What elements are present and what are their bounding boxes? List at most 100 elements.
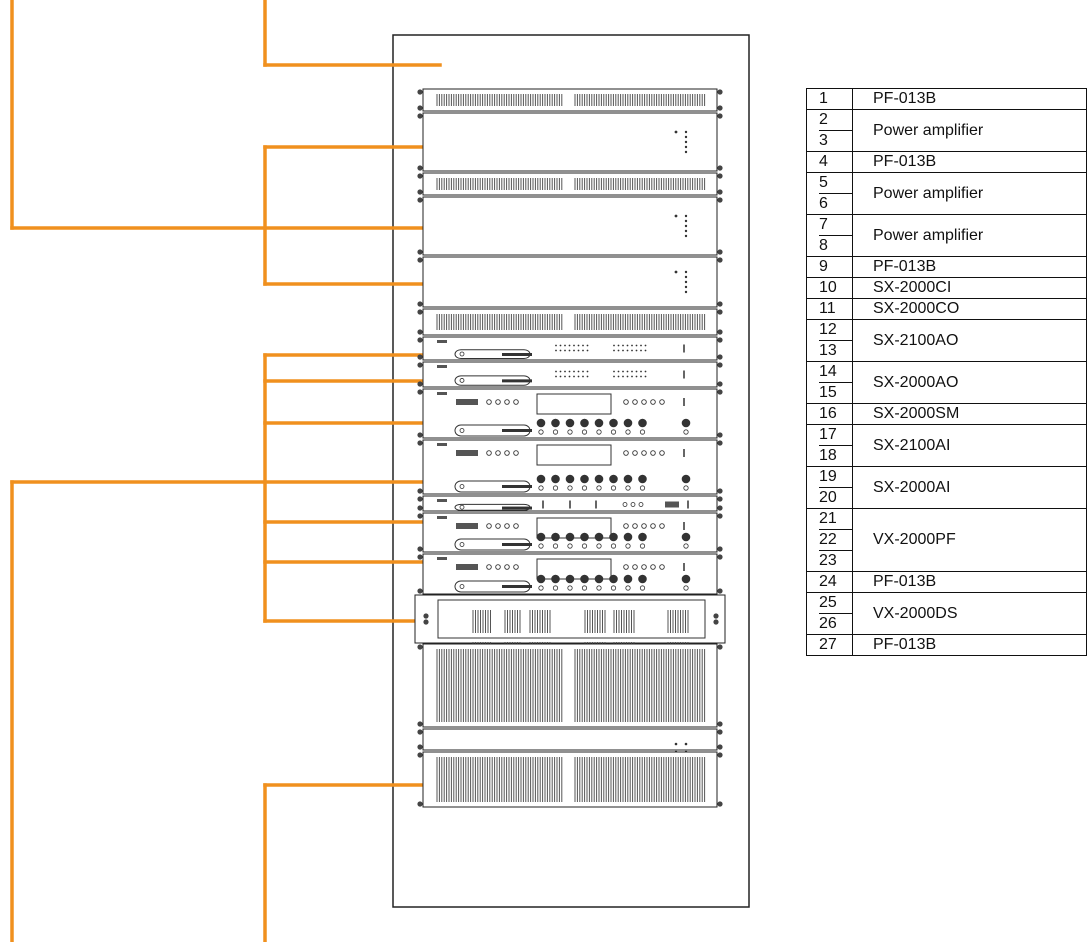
key-button xyxy=(632,399,638,405)
rack-screw xyxy=(423,619,429,625)
status-led xyxy=(684,140,688,144)
rack-screw xyxy=(717,309,723,315)
key-button xyxy=(659,450,665,456)
model-cell: PF-013B xyxy=(852,634,1087,656)
unit-number: 13 xyxy=(819,340,852,361)
key-button xyxy=(641,399,647,405)
connector-jack xyxy=(625,429,631,435)
rack-screw xyxy=(417,257,423,263)
key-button xyxy=(504,450,510,456)
unit-number: 16 xyxy=(819,405,837,422)
control-knob xyxy=(551,418,560,428)
status-led xyxy=(684,270,688,274)
rack-unit-audio-module xyxy=(417,439,723,495)
rack-screw xyxy=(717,173,723,179)
connector-jack xyxy=(567,585,573,591)
unit-number: 10 xyxy=(819,279,837,296)
connector-jack xyxy=(538,585,544,591)
status-led xyxy=(674,270,678,274)
level-meter xyxy=(456,450,478,456)
display-window xyxy=(536,444,612,466)
rack-screw xyxy=(717,197,723,203)
connector-jack xyxy=(610,543,617,549)
rack-screw xyxy=(417,554,423,560)
table-row: 1 PF-013B xyxy=(806,88,1087,110)
connector-jack xyxy=(596,543,602,549)
status-led xyxy=(684,280,688,284)
rack-screw xyxy=(717,496,723,502)
indicator-dot xyxy=(586,349,589,352)
rack-unit-vent-panel xyxy=(417,172,723,196)
control-knob xyxy=(638,574,647,584)
model-cell: PF-013B xyxy=(852,256,1087,278)
status-led xyxy=(684,214,688,218)
model-cell: PF-013B xyxy=(852,88,1087,110)
control-knob xyxy=(580,418,589,428)
rack-unit-vent-panel xyxy=(417,88,723,112)
unit-number: 1 xyxy=(819,90,828,107)
level-meter xyxy=(456,564,478,570)
display-window xyxy=(536,393,612,415)
unit-number-cell: 24 xyxy=(806,571,853,593)
control-knob xyxy=(623,532,633,542)
control-knob xyxy=(623,474,633,484)
indicator-dot xyxy=(622,370,624,373)
indicator-dot xyxy=(559,344,562,347)
rack-screw xyxy=(417,801,423,807)
connector-jack xyxy=(596,585,602,591)
rack-screw xyxy=(417,309,423,315)
rack-unit-audio-module xyxy=(417,512,723,553)
indicator-dot xyxy=(573,375,575,378)
rack-unit-amplifier xyxy=(417,196,723,256)
control-knob xyxy=(681,532,691,542)
unit-number: 5 xyxy=(819,174,828,191)
control-knob xyxy=(551,532,560,542)
rack-screw xyxy=(717,752,723,758)
level-meter xyxy=(665,501,679,508)
model-plate xyxy=(502,585,532,588)
unit-number: 6 xyxy=(819,193,852,214)
power-indicator xyxy=(459,484,465,489)
model-cell: PF-013B xyxy=(852,571,1087,593)
rack-screw xyxy=(713,619,719,625)
model-plate xyxy=(502,543,532,546)
indicator-dot xyxy=(555,344,557,347)
rack-screw xyxy=(417,729,423,735)
connector-jack xyxy=(639,429,646,435)
unit-number-cell: 10 xyxy=(806,277,853,299)
rack-screw xyxy=(717,744,723,750)
power-indicator xyxy=(459,584,465,589)
brand-mark xyxy=(437,557,447,560)
rack-unit-vent-panel xyxy=(417,751,723,808)
rack-screw xyxy=(417,440,423,446)
power-indicator xyxy=(459,504,465,510)
control-knob xyxy=(580,474,589,484)
model-cell: SX-2100AO xyxy=(852,319,1087,362)
unit-number-cell: 9 xyxy=(806,256,853,278)
indicator-dot xyxy=(644,370,647,373)
key-button xyxy=(623,523,629,529)
rack-screw xyxy=(717,801,723,807)
connector-jack xyxy=(683,585,689,591)
indicator-dot xyxy=(577,370,580,373)
rack-screw xyxy=(417,354,423,360)
status-led xyxy=(684,135,688,139)
rack-screw xyxy=(417,173,423,179)
control-knob xyxy=(536,532,546,542)
indicator-dot xyxy=(617,370,620,373)
model-cell: Power amplifier xyxy=(852,109,1087,152)
unit-number: 7 xyxy=(819,216,828,233)
rack-screw xyxy=(417,389,423,395)
connector-jack xyxy=(538,485,544,491)
connector-jack xyxy=(683,429,689,435)
key-button xyxy=(641,523,647,529)
control-knob xyxy=(638,474,647,484)
indicator-dot xyxy=(640,370,642,373)
